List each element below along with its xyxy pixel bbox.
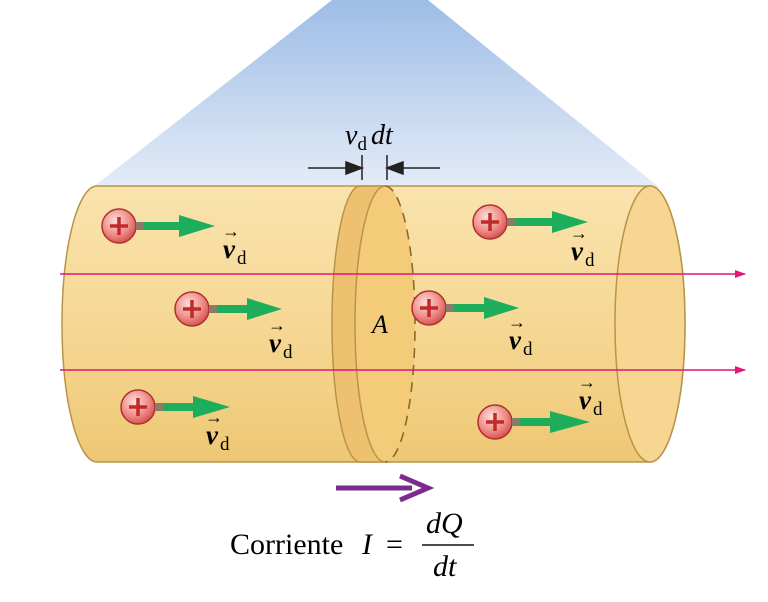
slice-disk-face-dashed-edge (384, 185, 416, 463)
velocity-arrow-icon (507, 211, 588, 233)
slice-disk-face-left-edge (354, 185, 386, 463)
velocity-vector-glyph: → (508, 312, 526, 332)
light-cone (92, 0, 660, 188)
velocity-arrow-icon (136, 215, 215, 237)
fraction-denominator: dt (433, 550, 457, 583)
current-symbol: I (361, 528, 374, 561)
fraction-numerator: dQ (426, 507, 463, 540)
equals-sign: = (386, 528, 403, 561)
velocity-arrow-icon (209, 298, 282, 320)
velocity-arrow-icon (446, 297, 519, 319)
current-direction-arrow-icon (336, 473, 435, 503)
current-equation: Corriente I = dQ dt (230, 507, 474, 583)
area-label: A (370, 310, 388, 339)
current-word: Corriente (230, 528, 343, 561)
velocity-arrow-icon (512, 411, 590, 433)
cylinder-end-face (614, 185, 686, 463)
velocity-vector-glyph: → (268, 315, 286, 335)
slice-disk-face (355, 186, 415, 462)
slice-width-dimension (308, 155, 440, 180)
velocity-vector-glyph: → (205, 407, 223, 427)
velocity-vector-glyph: → (222, 221, 240, 241)
velocity-vector-glyph: → (578, 372, 596, 392)
velocity-arrow-icon (155, 396, 230, 418)
velocity-vector-glyph: → (570, 223, 588, 243)
